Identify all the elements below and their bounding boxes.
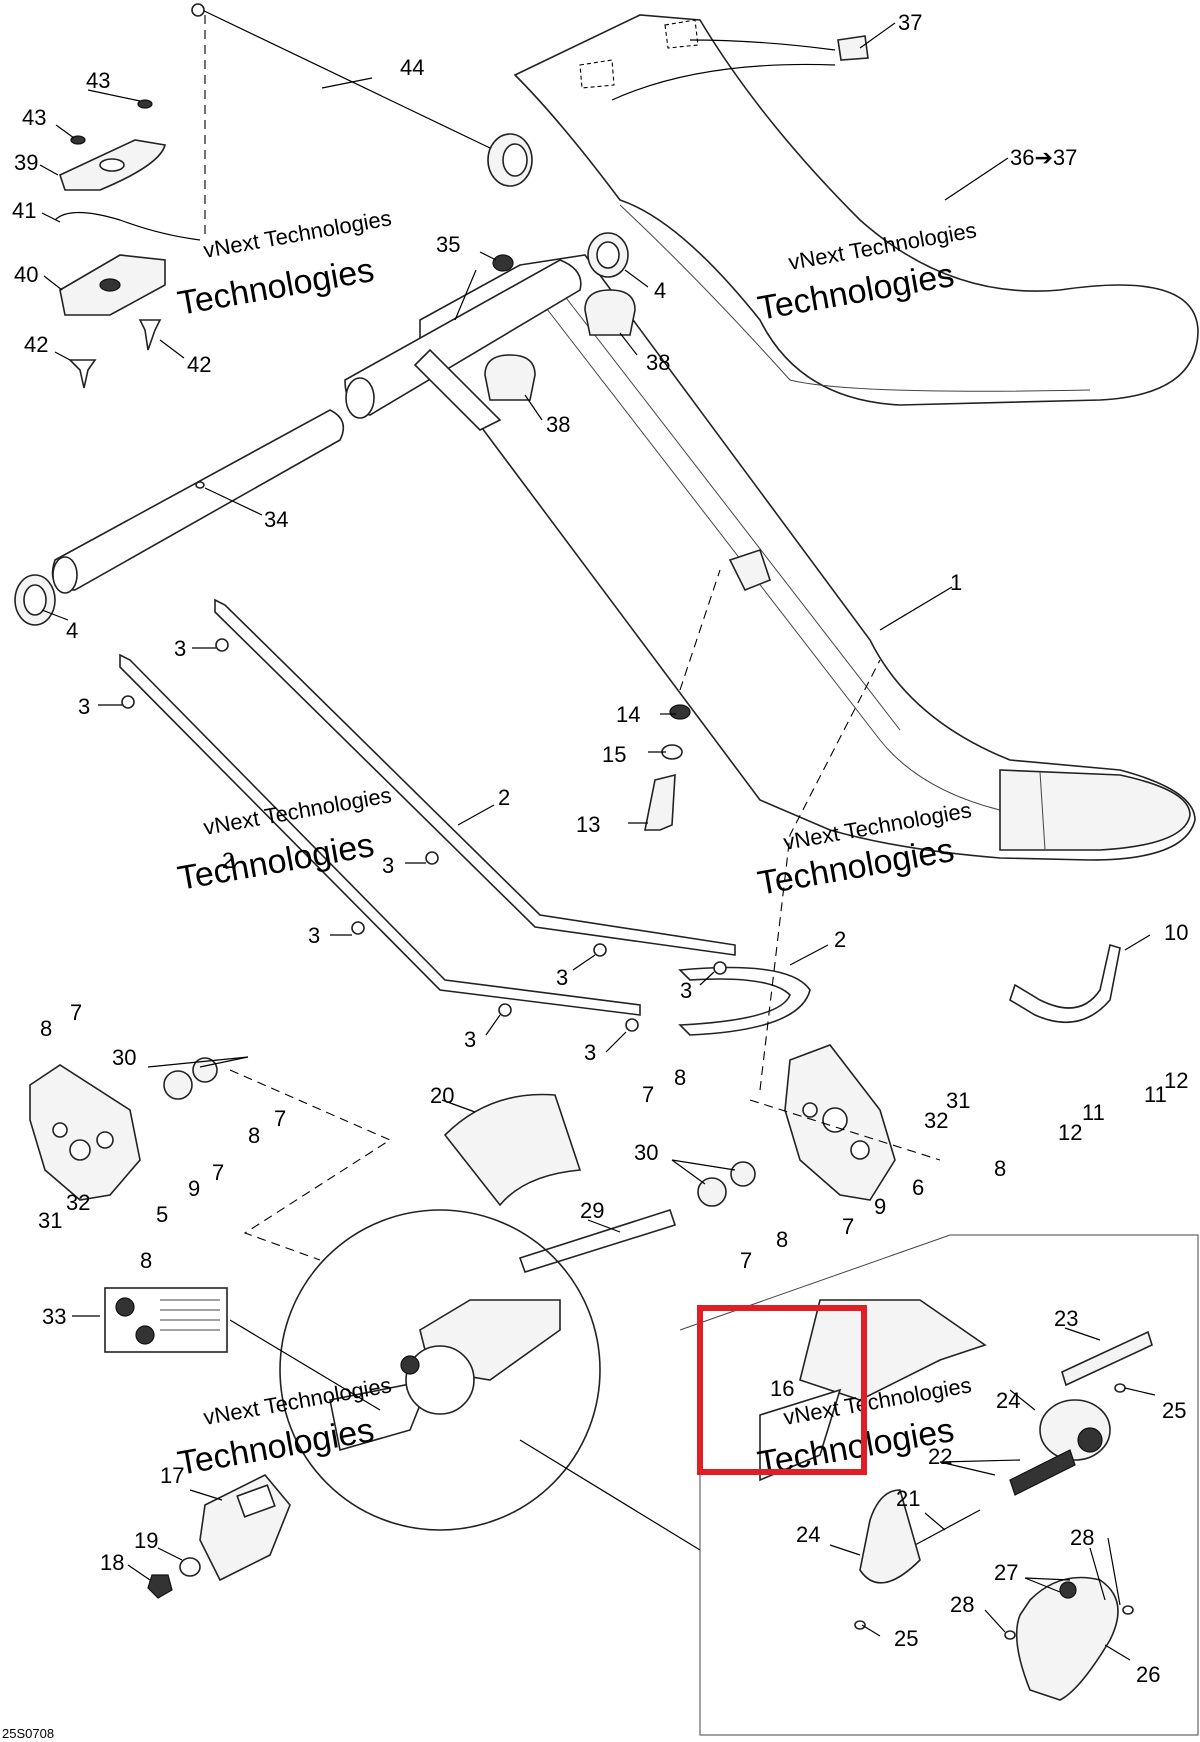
callout-13: 13 [576, 812, 600, 837]
callout-25: 25 [894, 1626, 918, 1651]
rubber-pad [443, 1093, 677, 1273]
callout-6: 6 [912, 1175, 924, 1200]
leader-lines [39, 22, 1156, 1661]
callout-8: 8 [40, 1016, 52, 1041]
axle [14, 232, 629, 626]
bumpers [484, 254, 636, 401]
callout-41: 41 [12, 198, 36, 223]
callout-11: 11 [1082, 1100, 1105, 1125]
callout-2: 2 [498, 785, 510, 810]
callout-7: 7 [70, 1000, 82, 1025]
callout-24: 24 [996, 1388, 1020, 1413]
callout-9: 9 [874, 1194, 886, 1219]
callout-26: 26 [1136, 1662, 1160, 1687]
callout-7: 7 [274, 1106, 286, 1131]
callout-3: 3 [584, 1040, 596, 1065]
callout-7: 7 [740, 1248, 752, 1273]
callout-40: 40 [14, 262, 38, 287]
callout-23: 23 [1054, 1306, 1078, 1331]
callout-21: 21 [896, 1486, 920, 1511]
callout-43: 43 [22, 105, 46, 130]
callout-32: 32 [924, 1108, 948, 1133]
callout-7: 7 [212, 1160, 224, 1185]
callout-4: 4 [66, 618, 78, 643]
callout-4: 4 [654, 278, 666, 303]
detail-circle [279, 1209, 701, 1551]
callout-12: 12 [1058, 1120, 1082, 1145]
leg-brackets [29, 1044, 941, 1261]
callout-2: 2 [222, 848, 234, 873]
callout-3: 3 [78, 694, 90, 719]
callout-42: 42 [187, 352, 211, 377]
callout-15: 15 [602, 742, 626, 767]
callout-17: 17 [160, 1463, 184, 1488]
callout-32: 32 [66, 1190, 90, 1215]
callout-8: 8 [674, 1065, 686, 1090]
callout-12: 12 [1164, 1068, 1188, 1093]
handle-brackets [54, 99, 201, 389]
callout-44: 44 [400, 55, 424, 80]
callout-7: 7 [642, 1082, 654, 1107]
callout-19: 19 [134, 1528, 158, 1553]
callouts: 37 36➔37 44 43 43 39 41 40 42 42 35 4 38… [12, 10, 1188, 1687]
callout-24: 24 [796, 1522, 820, 1547]
callout-2: 2 [834, 927, 846, 952]
callout-8: 8 [248, 1123, 260, 1148]
callout-30: 30 [634, 1140, 658, 1165]
callout-34: 34 [264, 507, 288, 532]
callout-8: 8 [776, 1227, 788, 1252]
callout-3: 3 [680, 978, 692, 1003]
callout-35: 35 [436, 232, 460, 257]
runners [119, 598, 1121, 1036]
callout-7: 7 [842, 1214, 854, 1239]
callout-25: 25 [1162, 1398, 1186, 1423]
ski-body [419, 254, 1196, 861]
callout-18: 18 [100, 1550, 124, 1575]
callout-36-37: 36➔37 [1010, 145, 1077, 170]
handle-rod [191, 3, 533, 240]
warning-label [104, 1287, 228, 1353]
callout-27: 27 [994, 1560, 1018, 1585]
callout-43: 43 [86, 68, 110, 93]
callout-8: 8 [140, 1248, 152, 1273]
callout-3: 3 [174, 636, 186, 661]
callout-5: 5 [156, 1202, 168, 1227]
callout-16: 16 [770, 1376, 794, 1401]
ski-leg-tube [344, 259, 582, 431]
callout-31: 31 [946, 1088, 970, 1113]
callout-9: 9 [188, 1176, 200, 1201]
callout-3: 3 [382, 853, 394, 878]
callout-28: 28 [950, 1592, 974, 1617]
callout-14: 14 [616, 702, 640, 727]
callout-28: 28 [1070, 1525, 1094, 1550]
callout-42: 42 [24, 332, 48, 357]
callout-30: 30 [112, 1045, 136, 1070]
spring-housing [147, 1474, 291, 1599]
callout-38: 38 [546, 412, 570, 437]
ski-cover [513, 14, 1199, 406]
callout-29: 29 [580, 1198, 604, 1223]
diagram-code: 25S0708 [2, 1726, 54, 1741]
inset-detail-box [679, 1234, 1199, 1736]
callout-3: 3 [308, 923, 320, 948]
callout-20: 20 [430, 1083, 454, 1108]
highlight-box [697, 1305, 867, 1475]
callout-1: 1 [950, 570, 962, 595]
callout-39: 39 [14, 150, 38, 175]
callout-33: 33 [42, 1304, 66, 1329]
callout-10: 10 [1164, 920, 1188, 945]
callout-22: 22 [928, 1444, 952, 1469]
callout-37: 37 [898, 10, 922, 35]
callout-8: 8 [994, 1156, 1006, 1181]
callout-31: 31 [38, 1208, 62, 1233]
callout-3: 3 [464, 1027, 476, 1052]
callout-11: 11 [1144, 1082, 1167, 1107]
callout-3: 3 [556, 965, 568, 990]
callout-38: 38 [646, 350, 670, 375]
